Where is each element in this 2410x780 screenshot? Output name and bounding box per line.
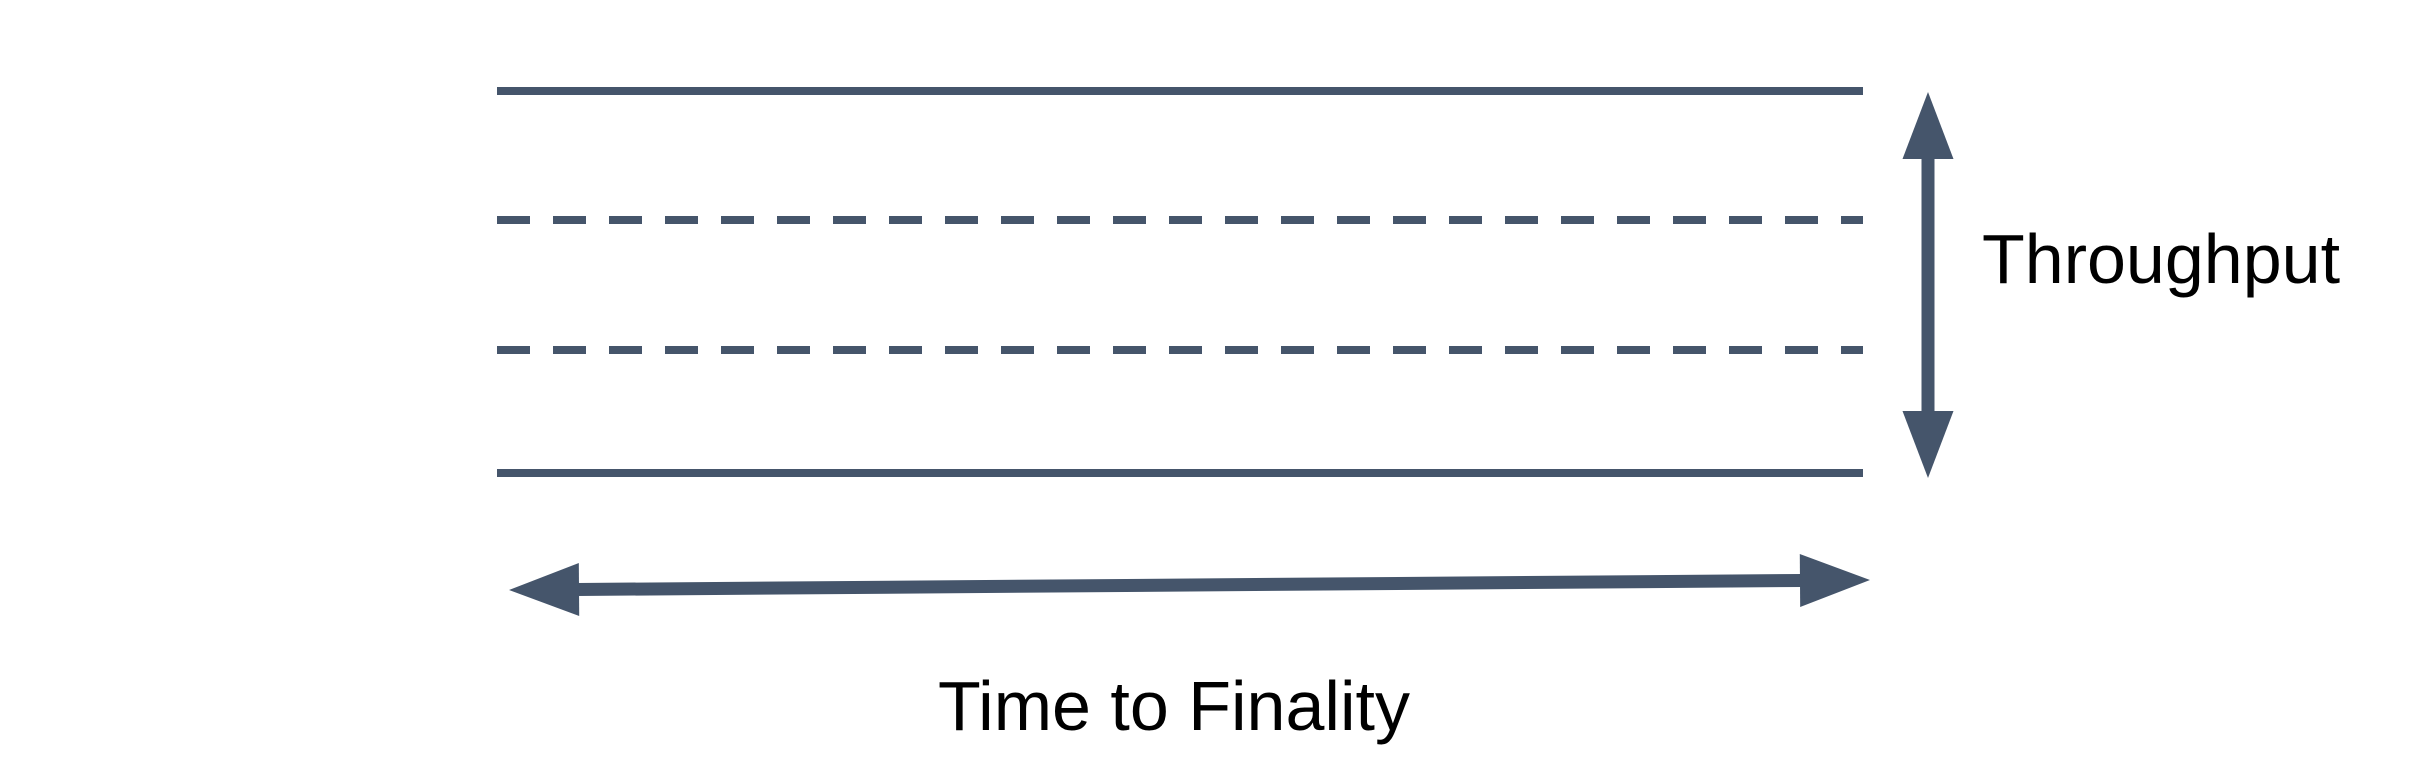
time-to-finality-arrow-shaft — [576, 574, 1803, 596]
arrowhead-up-icon — [1902, 92, 1954, 159]
throughput-label: Throughput — [1982, 220, 2341, 298]
throughput-double-arrow — [1902, 92, 1954, 478]
arrowhead-down-icon — [1902, 411, 1954, 478]
arrowhead-right-icon — [1799, 554, 1870, 608]
arrowhead-left-icon — [509, 562, 580, 616]
time-to-finality-label: Time to Finality — [938, 667, 1410, 745]
time-to-finality-double-arrow — [509, 554, 1870, 616]
